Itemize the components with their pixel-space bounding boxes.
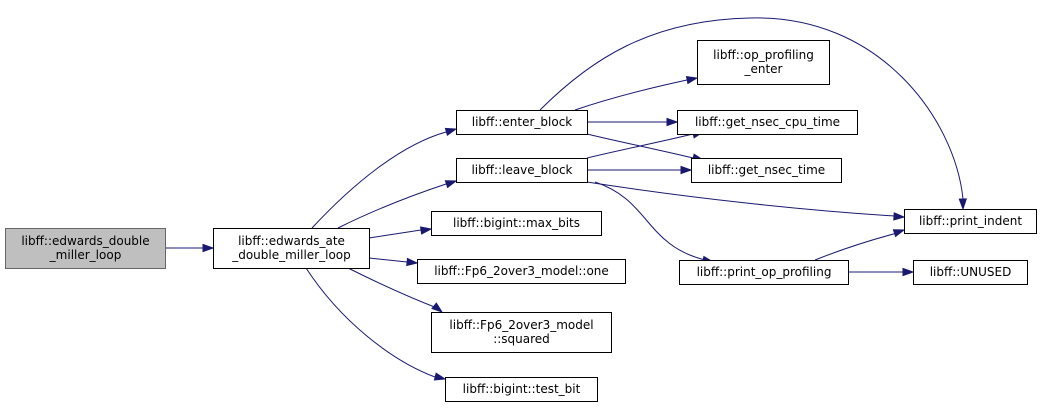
edge-enter-to-opprof xyxy=(574,75,699,111)
edge-line xyxy=(594,181,706,261)
node-label: libff::Fp6_2over3_model::one xyxy=(434,264,609,278)
node-label: libff::print_op_profiling xyxy=(697,265,832,279)
edge-ate-to-squared xyxy=(347,267,444,313)
edges-layer xyxy=(165,17,967,381)
node-root[interactable]: libff::edwards_double_miller_loop xyxy=(5,228,166,269)
edge-line xyxy=(368,229,422,239)
node-nsec[interactable]: libff::get_nsec_time xyxy=(691,158,842,183)
edge-leave-to-indent xyxy=(586,181,906,221)
edge-leave-to-printop xyxy=(594,181,715,265)
node-label: _miller_loop xyxy=(49,248,122,262)
node-label: libff::edwards_ate xyxy=(238,234,345,248)
arrowhead xyxy=(892,229,906,238)
arrowhead xyxy=(444,180,458,189)
edge-ate-to-enter xyxy=(311,127,458,229)
node-box[interactable] xyxy=(213,228,370,269)
node-box[interactable] xyxy=(431,211,602,236)
node-printop[interactable]: libff::print_op_profiling xyxy=(679,260,849,285)
node-label: libff::get_nsec_time xyxy=(708,163,825,177)
node-box[interactable] xyxy=(5,228,166,269)
node-box[interactable] xyxy=(697,40,830,85)
node-box[interactable] xyxy=(445,377,598,402)
node-box[interactable] xyxy=(691,158,842,183)
edge-line xyxy=(586,133,694,159)
node-opprof[interactable]: libff::op_profiling_enter xyxy=(697,40,830,85)
node-cpu[interactable]: libff::get_nsec_cpu_time xyxy=(677,110,858,135)
node-label: libff::leave_block xyxy=(471,163,572,177)
node-ate[interactable]: libff::edwards_ate_double_miller_loop xyxy=(213,228,370,269)
node-label: libff::print_indent xyxy=(919,214,1022,228)
edge-root-to-ate xyxy=(165,243,215,253)
arrowhead xyxy=(444,127,458,136)
node-label: libff::bigint::test_bit xyxy=(463,382,581,396)
node-one[interactable]: libff::Fp6_2over3_model::one xyxy=(417,259,626,284)
edge-line xyxy=(814,231,902,261)
node-unused[interactable]: libff::UNUSED xyxy=(913,260,1028,285)
node-label: libff::enter_block xyxy=(472,115,573,129)
node-label: libff::Fp6_2over3_model xyxy=(449,318,593,332)
edge-printop-to-unused xyxy=(848,267,915,277)
node-box[interactable] xyxy=(456,158,588,183)
edge-line xyxy=(586,181,895,217)
node-box[interactable] xyxy=(913,260,1028,285)
edge-line xyxy=(305,267,436,378)
node-indent[interactable]: libff::print_indent xyxy=(904,209,1037,234)
edge-leave-to-cpu xyxy=(586,130,705,159)
node-box[interactable] xyxy=(431,312,612,353)
node-enter[interactable]: libff::enter_block xyxy=(456,110,588,135)
node-label: libff::op_profiling xyxy=(713,48,814,62)
node-box[interactable] xyxy=(456,110,588,135)
arrowhead xyxy=(419,226,433,235)
arrowhead xyxy=(433,372,447,381)
edge-line xyxy=(337,183,447,229)
edge-ate-to-maxbits xyxy=(368,226,433,239)
edge-printop-to-indent xyxy=(814,229,906,261)
arrowhead xyxy=(685,75,699,85)
arrowhead xyxy=(431,302,444,313)
node-box[interactable] xyxy=(904,209,1037,234)
edge-ate-to-leave xyxy=(337,180,458,229)
arrowhead xyxy=(406,257,419,267)
nodes-layer: libff::edwards_double_miller_looplibff::… xyxy=(5,40,1037,402)
node-leave[interactable]: libff::leave_block xyxy=(456,158,588,183)
node-maxbits[interactable]: libff::bigint::max_bits xyxy=(431,211,602,236)
node-label: libff::UNUSED xyxy=(930,265,1012,279)
edge-enter-to-indent xyxy=(539,17,967,211)
arrowhead xyxy=(893,212,906,221)
edge-leave-to-nsec xyxy=(587,165,693,175)
node-label: _double_miller_loop xyxy=(231,248,351,262)
node-testbit[interactable]: libff::bigint::test_bit xyxy=(445,377,598,402)
node-label: libff::bigint::max_bits xyxy=(453,216,580,230)
node-box[interactable] xyxy=(677,110,858,135)
arrowhead xyxy=(902,267,915,277)
edge-line xyxy=(311,131,447,229)
edge-ate-to-one xyxy=(368,257,419,267)
edge-enter-to-nsec xyxy=(586,133,705,162)
edge-line xyxy=(347,267,438,309)
node-box[interactable] xyxy=(679,260,849,285)
node-label: _enter xyxy=(743,62,782,76)
edge-line xyxy=(368,257,408,263)
node-label: ::squared xyxy=(493,332,550,346)
node-box[interactable] xyxy=(417,259,626,284)
arrowhead xyxy=(666,117,679,127)
arrowhead xyxy=(202,243,215,253)
arrowhead xyxy=(958,198,967,211)
arrowhead xyxy=(680,165,693,175)
node-label: libff::get_nsec_cpu_time xyxy=(695,115,840,129)
node-label: libff::edwards_double xyxy=(21,234,149,248)
edge-line xyxy=(574,79,688,111)
edge-ate-to-testbit xyxy=(305,267,447,381)
edge-line xyxy=(539,17,964,200)
node-squared[interactable]: libff::Fp6_2over3_model::squared xyxy=(431,312,612,353)
edge-enter-to-cpu xyxy=(587,117,679,127)
